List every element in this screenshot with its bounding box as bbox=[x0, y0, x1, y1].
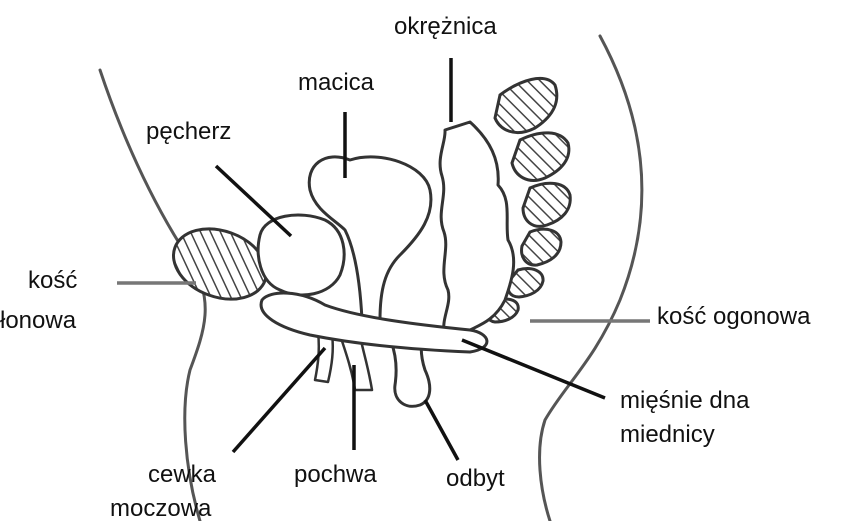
label-miesnie-line1: mięśnie dna bbox=[620, 387, 750, 414]
body-outline-back bbox=[538, 34, 644, 521]
label-cewka-line2: moczowa bbox=[110, 495, 212, 521]
label-miesnie-line2: miednicy bbox=[620, 421, 715, 448]
colon bbox=[438, 120, 516, 337]
leader-miesnie bbox=[461, 338, 606, 400]
label-pochwa: pochwa bbox=[294, 461, 377, 488]
pelvic-floor-muscles bbox=[259, 291, 489, 354]
label-odbyt: odbyt bbox=[446, 465, 505, 492]
label-kosc-ogonowa: kość ogonowa bbox=[657, 303, 811, 330]
label-cewka-line1: cewka bbox=[148, 461, 217, 488]
leader-odbyt bbox=[423, 399, 460, 461]
label-lonowa: łonowa bbox=[0, 307, 77, 334]
label-okreznica: okrężnica bbox=[394, 13, 497, 40]
pubic-bone bbox=[172, 227, 268, 301]
body-outline-front bbox=[98, 68, 207, 521]
sacrum-vertebrae bbox=[485, 76, 572, 324]
label-kosc: kość bbox=[28, 267, 78, 294]
label-macica: macica bbox=[298, 69, 375, 96]
leader-pecherz bbox=[214, 164, 293, 238]
label-pecherz: pęcherz bbox=[146, 118, 232, 145]
leader-cewka bbox=[231, 346, 327, 454]
bladder bbox=[256, 213, 346, 297]
urethra bbox=[313, 330, 335, 384]
leader-lines bbox=[117, 58, 650, 461]
